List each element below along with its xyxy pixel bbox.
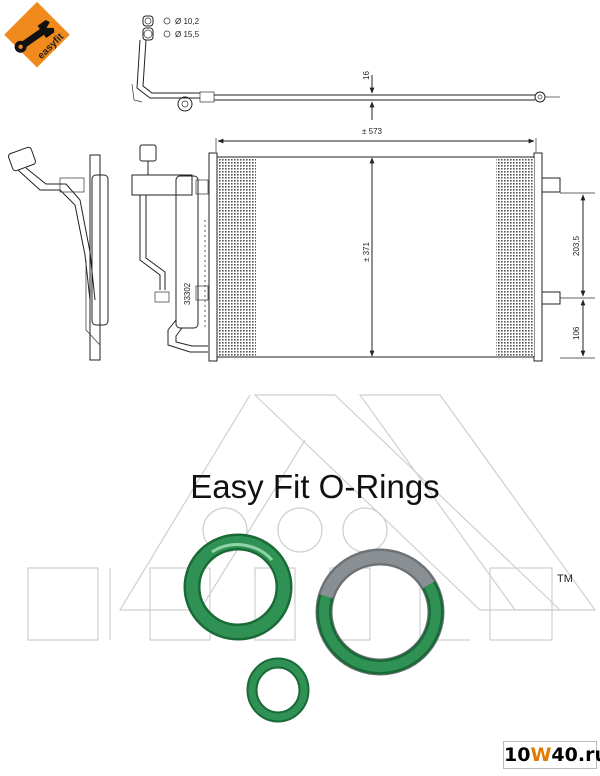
site-badge-part3: 40	[551, 744, 578, 766]
o-ring-medium	[183, 533, 293, 641]
bracket-spacing-dimension: 203,5	[572, 235, 581, 256]
width-dimension-line: ± 573	[215, 127, 537, 152]
port-diameter-large: Ø 15,5	[175, 30, 200, 39]
o-ring-small	[246, 657, 310, 723]
caption-title: Easy Fit O-Rings	[190, 468, 440, 505]
depth-dimension: 16	[362, 71, 371, 80]
top-view: Ø 10,2 Ø 15,5 16	[131, 15, 560, 120]
brand-watermark: TM	[27, 394, 597, 641]
condenser-end-view	[7, 146, 109, 361]
site-badge-part2: W	[530, 744, 552, 766]
easyfit-logo: easyfit	[4, 1, 70, 68]
o-rings	[183, 533, 445, 723]
width-dimension: ± 573	[362, 127, 383, 136]
bottom-offset-dimension: 106	[572, 326, 581, 340]
site-badge-part4: .ru	[577, 744, 600, 766]
wrench-icon	[14, 19, 55, 53]
site-badge[interactable]: 10W40.ru	[503, 741, 600, 769]
o-ring-large	[315, 548, 445, 676]
condenser-side-view: 33302	[131, 144, 209, 353]
part-number-label: 33302	[183, 282, 192, 305]
height-dimension: ± 371	[362, 241, 371, 262]
site-badge-part1: 10	[504, 744, 531, 766]
condenser-front-view: ± 371 203,5 106	[204, 152, 595, 362]
port-diameter-small: Ø 10,2	[175, 17, 200, 26]
trademark-mark: TM	[557, 573, 573, 585]
